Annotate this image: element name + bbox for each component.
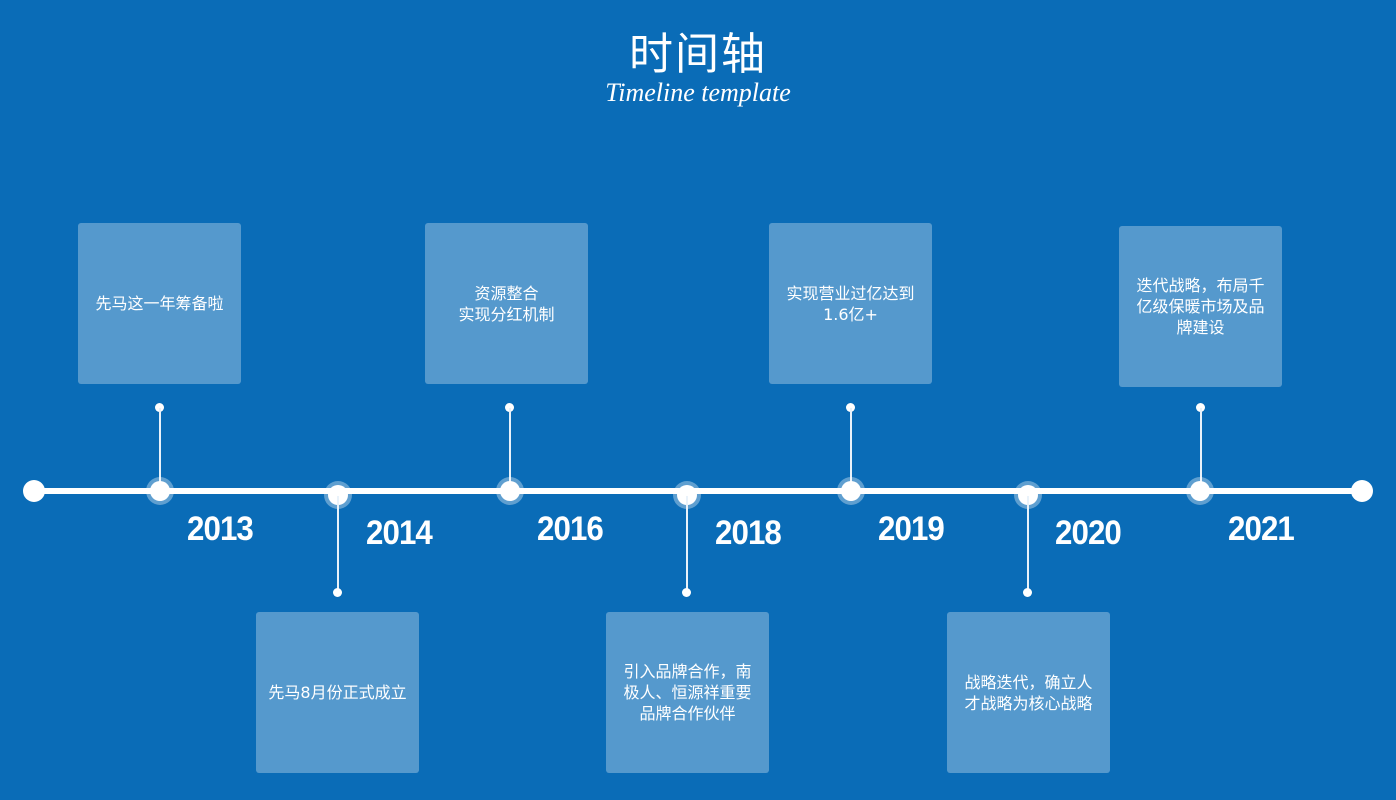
event-text-2020: 战略迭代，确立人 才战略为核心战略 <box>964 672 1093 713</box>
event-card-2014: 先马8月份正式成立 <box>256 612 419 773</box>
year-label-2021: 2021 <box>1228 510 1295 548</box>
event-stem-2020 <box>1027 496 1029 592</box>
event-card-2013: 先马这一年筹备啦 <box>78 223 241 384</box>
year-label-2018: 2018 <box>715 514 782 552</box>
event-pin-2016 <box>505 403 514 412</box>
event-pin-2020 <box>1023 588 1032 597</box>
year-label-2019: 2019 <box>878 510 945 548</box>
event-stem-2021 <box>1200 408 1202 488</box>
year-label-2020: 2020 <box>1055 514 1122 552</box>
event-pin-2021 <box>1196 403 1205 412</box>
event-text-2021: 迭代战略，布局千 亿级保暖市场及品 牌建设 <box>1136 276 1265 337</box>
event-pin-2018 <box>682 588 691 597</box>
event-stem-2013 <box>159 408 161 488</box>
event-stem-2016 <box>509 408 511 488</box>
timeline-start-dot <box>23 480 45 502</box>
timeline-node-2019 <box>841 481 861 501</box>
timeline-node-2013 <box>150 481 170 501</box>
timeline-node-2016 <box>500 481 520 501</box>
event-text-2016: 资源整合 实现分红机制 <box>458 283 555 324</box>
timeline-node-2021 <box>1190 481 1210 501</box>
event-text-2018: 引入品牌合作，南 极人、恒源祥重要 品牌合作伙伴 <box>623 662 752 723</box>
event-stem-2019 <box>850 408 852 488</box>
page-title: 时间轴 <box>629 29 767 80</box>
year-label-2014: 2014 <box>366 514 433 552</box>
event-text-2019: 实现营业过亿达到 1.6亿+ <box>786 283 915 324</box>
event-card-2019: 实现营业过亿达到 1.6亿+ <box>769 223 932 384</box>
timeline-node-2018 <box>677 485 697 505</box>
timeline-node-2020 <box>1018 485 1038 505</box>
event-stem-2018 <box>686 496 688 592</box>
event-pin-2019 <box>846 403 855 412</box>
event-card-2021: 迭代战略，布局千 亿级保暖市场及品 牌建设 <box>1119 226 1282 387</box>
event-stem-2014 <box>337 496 339 592</box>
event-text-2013: 先马这一年筹备啦 <box>95 294 224 313</box>
timeline-end-dot <box>1351 480 1373 502</box>
year-label-2013: 2013 <box>187 510 254 548</box>
timeline-node-2014 <box>328 485 348 505</box>
year-label-2016: 2016 <box>537 510 604 548</box>
event-text-2014: 先马8月份正式成立 <box>268 683 407 702</box>
event-card-2016: 资源整合 实现分红机制 <box>425 223 588 384</box>
timeline-axis <box>34 488 1362 494</box>
event-pin-2014 <box>333 588 342 597</box>
page-subtitle: Timeline template <box>605 78 791 107</box>
event-pin-2013 <box>155 403 164 412</box>
event-card-2018: 引入品牌合作，南 极人、恒源祥重要 品牌合作伙伴 <box>606 612 769 773</box>
event-card-2020: 战略迭代，确立人 才战略为核心战略 <box>947 612 1110 773</box>
